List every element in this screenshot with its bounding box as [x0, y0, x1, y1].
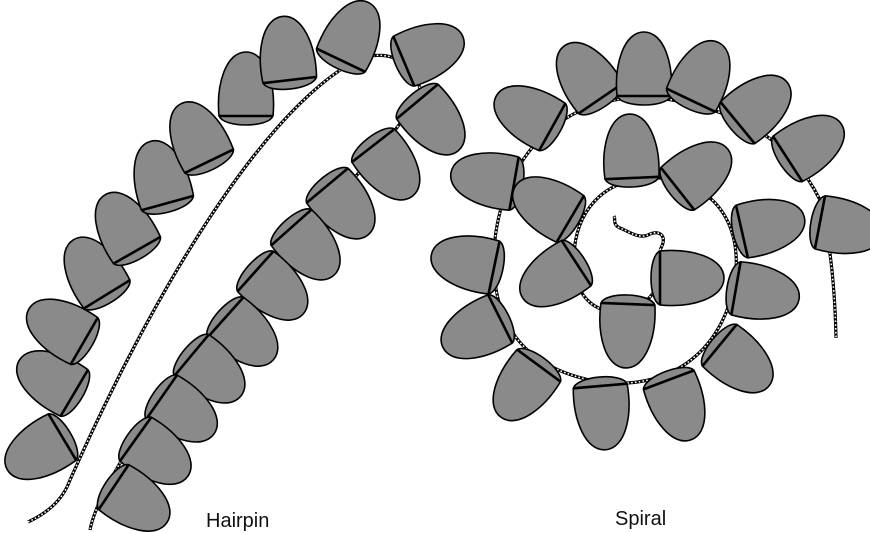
spiral-bead	[653, 128, 744, 216]
spiral-inner-tail	[614, 216, 663, 250]
spiral-bead	[722, 260, 803, 327]
hairpin-outer-bead	[385, 11, 474, 90]
hairpin-label: Hairpin	[206, 511, 269, 531]
spiral-bead	[479, 342, 567, 433]
hairpin-structure	[0, 0, 479, 533]
spiral-bead	[616, 32, 671, 105]
spiral-bead	[431, 290, 521, 372]
spiral-bead	[602, 113, 660, 188]
spiral-bead	[651, 250, 724, 305]
spiral-bead	[695, 318, 786, 407]
spiral-bead	[727, 191, 810, 261]
hairpin-outer-bead	[255, 13, 318, 92]
hairpin-outer-bead	[0, 409, 84, 494]
spiral-bead	[483, 72, 574, 156]
hairpin-outer-bead	[312, 0, 393, 80]
hairpin-tail-left-dots	[28, 480, 70, 522]
spiral-bead	[572, 375, 633, 452]
spiral-bead	[806, 194, 870, 262]
spiral-bead	[598, 294, 656, 369]
spiral-bead	[640, 362, 717, 450]
spiral-bead	[508, 235, 599, 321]
spiral-structure	[426, 30, 870, 452]
spiral-label: Spiral	[615, 509, 666, 529]
hairpin-tail-left	[28, 480, 70, 522]
